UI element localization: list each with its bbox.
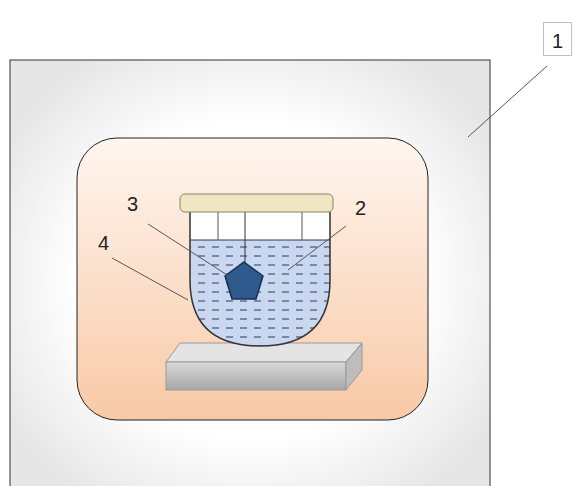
seed-crystal — [225, 262, 263, 299]
leader-line — [468, 66, 547, 137]
callout-number: 4 — [98, 233, 109, 253]
leader-line — [112, 258, 188, 300]
beaker-body — [190, 212, 330, 346]
callout-number: 3 — [127, 194, 138, 214]
inner-chamber — [77, 138, 428, 420]
beaker-wall — [190, 212, 330, 346]
solution-liquid — [190, 240, 330, 346]
beaker-rib — [218, 212, 219, 240]
callout-number: 2 — [355, 198, 366, 218]
platform-side — [346, 343, 362, 390]
suspension-thread — [245, 212, 246, 264]
leader-line — [288, 226, 346, 270]
outer-chamber — [10, 60, 490, 486]
beaker-lid — [180, 194, 333, 212]
callout-number: 1 — [543, 22, 572, 56]
platform-front — [166, 362, 346, 390]
beaker-rib — [302, 212, 303, 240]
leader-line — [148, 224, 238, 282]
